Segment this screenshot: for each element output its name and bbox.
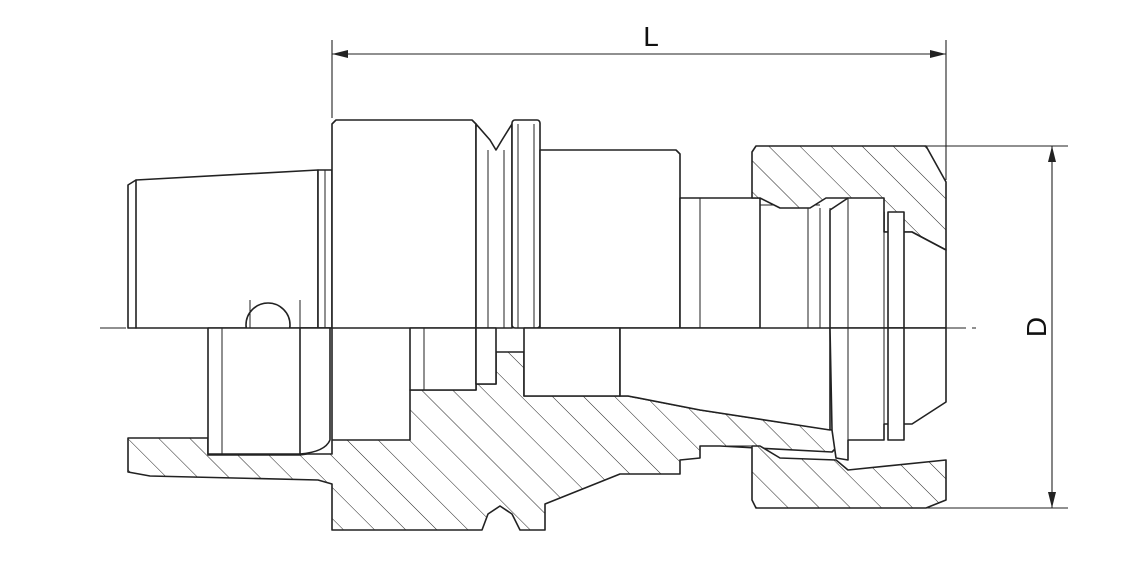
v-groove — [475, 123, 513, 329]
hsk-taper-shank — [127, 169, 319, 329]
upper-exterior-view — [127, 119, 947, 348]
length-label: L — [643, 21, 659, 52]
stop-screw — [475, 327, 497, 385]
lower-section-view — [127, 327, 947, 531]
nose-neck — [679, 197, 761, 329]
dimension-diameter: D — [926, 145, 1068, 509]
neck — [539, 149, 681, 329]
o-ring-lower — [887, 327, 905, 441]
flange — [331, 119, 477, 329]
o-ring-upper — [887, 211, 905, 329]
diameter-label: D — [1021, 317, 1052, 337]
coolant-channel — [409, 327, 477, 391]
screw-bore — [523, 327, 621, 397]
groove-collar — [511, 119, 541, 329]
clamping-nut-lower-section — [751, 445, 947, 509]
dimension-length: L — [331, 21, 947, 180]
